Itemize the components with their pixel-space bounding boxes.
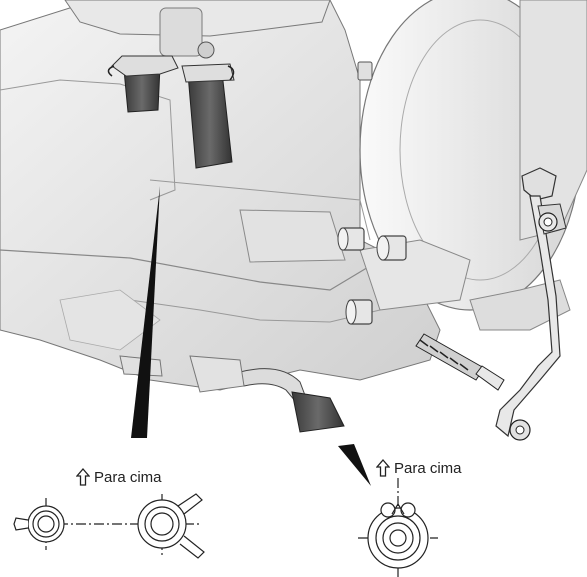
spring-rod <box>415 333 505 391</box>
lever-linkage <box>495 167 567 441</box>
clamp-ear-right <box>400 502 416 518</box>
up-arrow-icon <box>376 459 390 477</box>
leader-lines <box>131 186 371 486</box>
direction-label-right: Para cima <box>376 459 462 477</box>
up-arrow-icon <box>76 468 90 486</box>
leader-line-left <box>131 186 160 438</box>
leader-line-right <box>338 444 371 486</box>
upper-hose-right <box>181 63 235 169</box>
label-text: Para cima <box>394 459 462 477</box>
clamp-detail-right <box>358 478 438 577</box>
mounting-bolts <box>337 61 407 325</box>
bolt <box>376 235 407 261</box>
direction-label-left: Para cima <box>76 468 162 486</box>
bolt <box>337 227 365 251</box>
label-text: Para cima <box>94 468 162 486</box>
engine-body <box>0 0 441 391</box>
clamp-end-view <box>137 493 205 559</box>
flywheel-housing <box>359 0 587 331</box>
clamp-detail-left <box>13 493 205 559</box>
upper-hose-left <box>107 55 179 113</box>
clamp-ear-left <box>380 502 396 518</box>
hose-end-view <box>13 498 65 550</box>
lower-hose <box>119 355 345 433</box>
bolt <box>345 299 373 325</box>
top-bracket <box>64 0 331 59</box>
small-bolt <box>357 61 373 81</box>
